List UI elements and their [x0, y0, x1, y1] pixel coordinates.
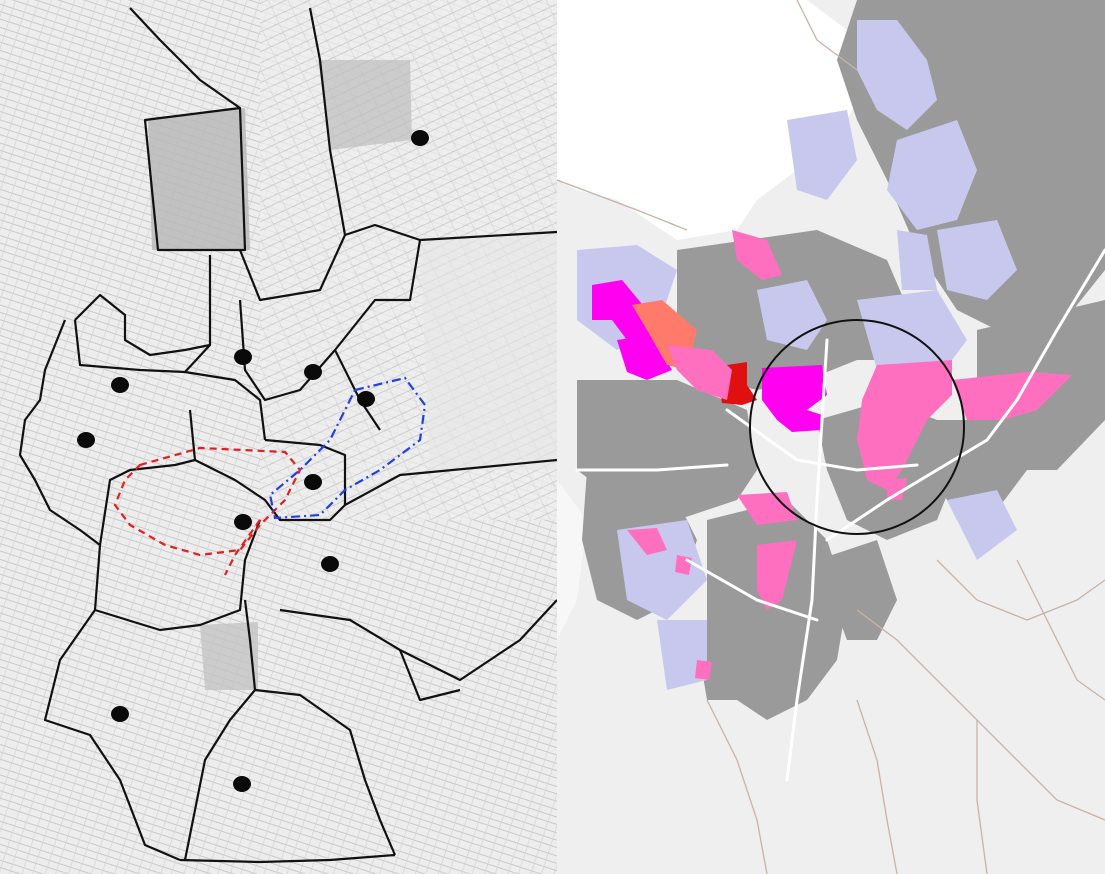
- focus-circle: [749, 319, 965, 535]
- district-marker: [111, 706, 129, 722]
- district-marker: [233, 776, 251, 792]
- district-marker: [411, 130, 429, 146]
- district-marker: [111, 377, 129, 393]
- empty-area-north: [557, 0, 897, 240]
- district-map: [0, 0, 557, 874]
- district-boundaries: [18, 7, 557, 864]
- zone-class-c: [627, 230, 1072, 680]
- zoning-map: [557, 0, 1105, 874]
- district-markers: [77, 130, 429, 792]
- district-marker: [234, 349, 252, 365]
- red-dashed-outline: [113, 446, 302, 557]
- empty-area-west: [557, 480, 587, 640]
- blue-dashdot-outline: [268, 376, 427, 520]
- district-map-panel: [0, 0, 557, 874]
- road-network: [575, 248, 1105, 782]
- municipal-boundaries: [557, 0, 1105, 874]
- district-marker: [77, 432, 95, 448]
- district-marker: [234, 514, 252, 530]
- district-marker: [321, 556, 339, 572]
- dark-block-site: [148, 108, 250, 250]
- zoning-map-panel: [557, 0, 1105, 874]
- district-marker: [304, 364, 322, 380]
- light-block-east: [420, 230, 557, 470]
- zone-class-d: [592, 280, 827, 432]
- red-dashed-spur: [224, 519, 261, 576]
- dark-block-park: [318, 60, 412, 150]
- dark-block-small: [200, 622, 258, 690]
- district-marker: [304, 474, 322, 490]
- district-marker: [357, 391, 375, 407]
